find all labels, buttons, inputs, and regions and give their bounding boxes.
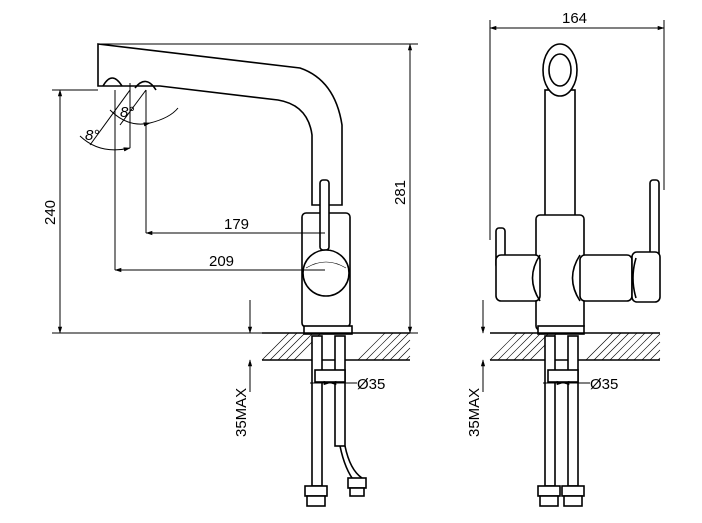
hatch-line xyxy=(625,332,654,361)
hatch-line xyxy=(357,332,386,361)
side-base xyxy=(303,325,353,335)
hatch-line xyxy=(657,357,661,361)
hatch-line xyxy=(365,332,394,361)
side-aerator-left xyxy=(102,77,123,87)
hatch-line xyxy=(601,332,630,361)
front-supply-hoses xyxy=(537,335,585,507)
side-knob xyxy=(302,249,350,297)
hatch-line xyxy=(277,332,306,361)
hatch-line xyxy=(505,332,534,361)
front-lever-right xyxy=(649,179,660,261)
hatch-line xyxy=(285,332,314,361)
front-spout-head xyxy=(542,43,578,97)
hatch-line xyxy=(373,332,402,361)
hatch-line xyxy=(497,332,526,361)
front-knob-left xyxy=(495,254,541,302)
hatch-line xyxy=(593,332,622,361)
side-angle-upper-label: 8° xyxy=(120,104,134,121)
front-faucet-body xyxy=(535,214,585,331)
side-aerator-right xyxy=(134,80,157,91)
hatch-line xyxy=(617,332,646,361)
side-height-281-label: 281 xyxy=(392,180,409,205)
side-hole-diameter-label: Ø35 xyxy=(357,376,385,393)
front-base xyxy=(537,325,585,335)
hatch-line xyxy=(261,332,290,361)
side-height-240-label: 240 xyxy=(42,200,59,225)
hatch-line xyxy=(397,347,411,361)
hatch-line xyxy=(381,332,410,361)
hatch-line xyxy=(641,341,661,361)
hatch-line xyxy=(649,349,661,361)
front-spout-column xyxy=(544,89,576,221)
front-width-164-label: 164 xyxy=(562,10,587,27)
side-reach-209-label: 209 xyxy=(209,253,234,270)
side-spout xyxy=(97,43,343,206)
side-supply-hoses xyxy=(304,335,367,507)
hatch-line xyxy=(585,332,614,361)
hatch-line xyxy=(633,333,661,361)
front-view: 164 35MAX Ø35 xyxy=(466,10,665,507)
front-knob-right xyxy=(579,254,633,302)
front-hole-diameter-label: Ø35 xyxy=(590,376,618,393)
side-mount-depth-label: 35MAX xyxy=(233,388,250,437)
side-reach-179-label: 179 xyxy=(224,216,249,233)
hatch-line xyxy=(489,332,518,361)
hatch-line xyxy=(389,339,411,361)
front-mount-depth-label: 35MAX xyxy=(466,388,483,437)
side-handle-lever xyxy=(319,179,330,251)
hatch-line xyxy=(609,332,638,361)
side-view: 8° 8° 179 209 240 281 35MAX Ø35 xyxy=(42,43,418,507)
hatch-line xyxy=(513,332,542,361)
hatch-line xyxy=(269,332,298,361)
hatch-line xyxy=(405,355,411,361)
side-angle-lower-label: 8° xyxy=(85,127,99,144)
